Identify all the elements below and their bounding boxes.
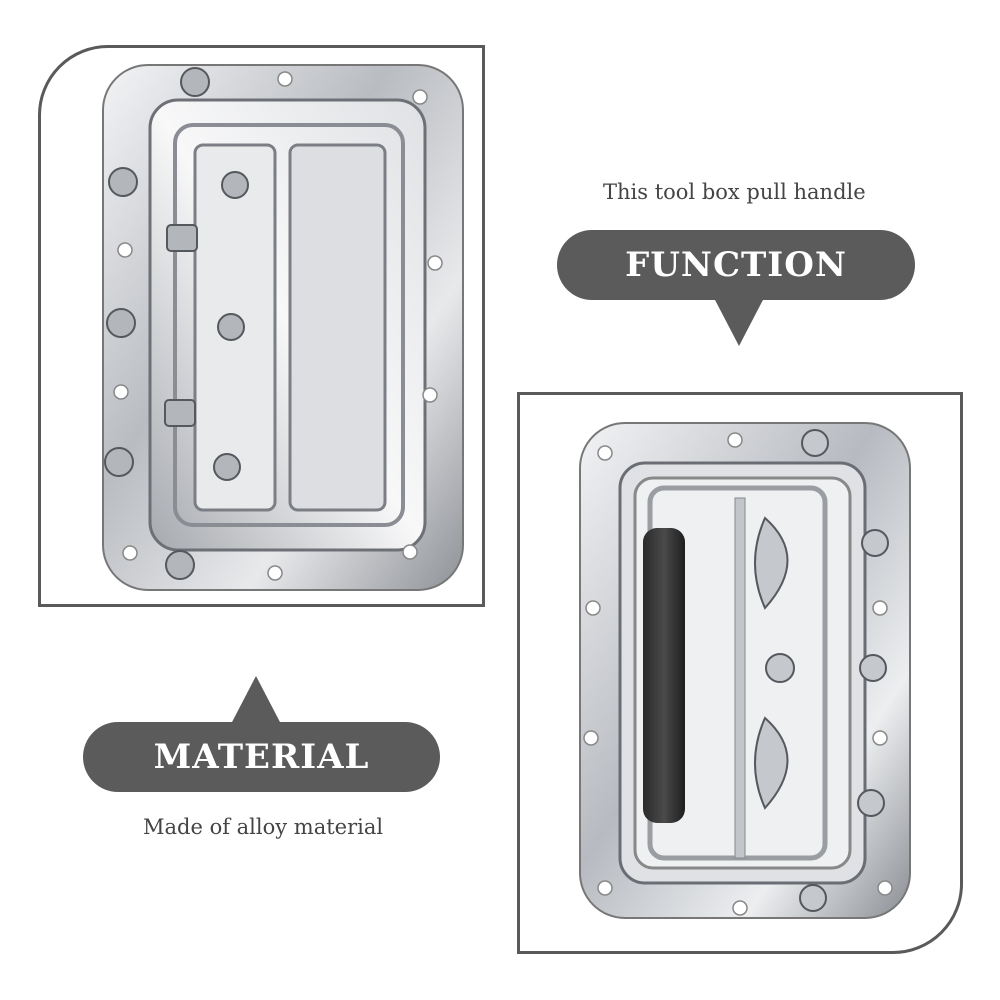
function-caption: This tool box pull handle [603,180,866,204]
handle-back-image [102,64,464,591]
function-pointer [714,298,764,346]
material-caption: Made of alloy material [143,815,384,839]
material-pointer [231,676,281,724]
material-label: MATERIAL [83,722,440,792]
handle-front-image [579,422,911,919]
function-label: FUNCTION [557,230,915,300]
